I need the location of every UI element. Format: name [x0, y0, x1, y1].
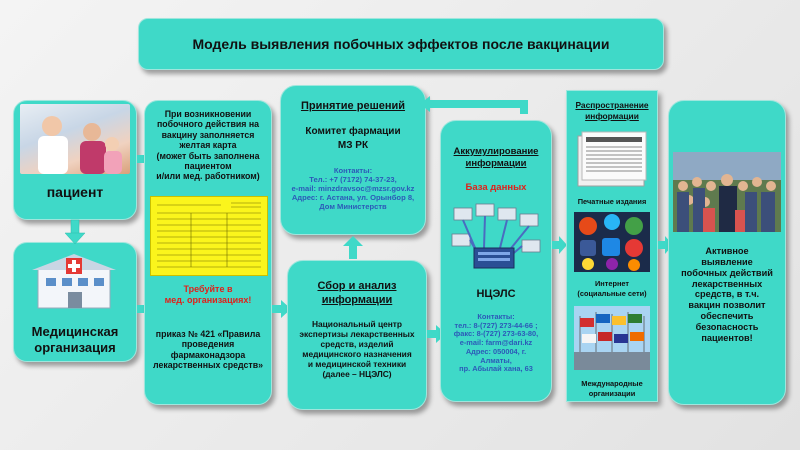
distrib-print-label: Печатные издания — [577, 197, 647, 206]
result-line-8: безопасность — [695, 322, 759, 333]
card-line-3: вакцину заполняется — [161, 129, 255, 140]
card-line-6: пациентом — [184, 160, 232, 171]
database-network-icon — [451, 203, 541, 269]
result-line-9: пациентов! — [701, 332, 753, 343]
card-order-3: фармаконадзора — [170, 349, 246, 360]
collect-header-1: Сбор и анализ — [317, 280, 397, 292]
card-line-4: желтая карта — [179, 140, 237, 151]
yellow-card-form-lines — [157, 202, 261, 268]
arrow-card-to-collect — [272, 300, 291, 318]
decision-box — [280, 85, 426, 235]
accum-phone: тел.: 8-(727) 273-44-66 ; — [454, 320, 538, 330]
arrow-collect-to-decision — [343, 236, 363, 259]
accum-address-3: пр. Абылай хана, 63 — [459, 364, 533, 374]
result-line-3: побочных действий — [681, 267, 773, 278]
accum-address-2: Алматы, — [480, 355, 512, 365]
social-networks-icon — [574, 212, 650, 272]
result-line-6: вакцин позволит — [688, 300, 766, 311]
card-line-7: и/или мед. работником) — [156, 171, 260, 182]
decision-address-1: Адрес: г. Астана, ул. Орынбор 8, — [291, 192, 415, 202]
card-line-2: побочного действия на — [156, 119, 260, 130]
decision-header: Принятие решений — [300, 100, 406, 112]
collect-line-1: Национальный центр — [311, 319, 403, 329]
collect-line-3: средств, изделий — [320, 338, 394, 349]
medorg-label-2: организация — [34, 340, 116, 355]
page-title: Модель выявления побочных эффектов после… — [192, 36, 610, 52]
flags-icon — [574, 306, 650, 370]
card-order-1: приказ № 421 «Правила — [155, 329, 261, 339]
result-line-4: лекарственных — [691, 278, 763, 289]
result-text: Активное выявление побочных действий лек… — [668, 246, 786, 344]
card-line-1: При возникновении — [164, 109, 252, 119]
collect-line-4: медицинского назначения — [302, 348, 412, 359]
medorg-label-1: Медицинская — [31, 324, 119, 339]
card-line-5: (может быть заполнена — [156, 150, 260, 161]
distrib-header-2: информации — [585, 111, 639, 121]
card-require-1: Требуйте в — [183, 284, 233, 294]
accum-header-2: информации — [465, 158, 527, 169]
collect-box — [287, 260, 427, 410]
hospital-icon — [32, 254, 116, 309]
decision-org-1: Комитет фармации — [305, 126, 401, 137]
distrib-intl-label-2: организации — [588, 389, 636, 398]
accum-contacts: Контакты: тел.: 8-(727) 273-44-66 ; факс… — [440, 312, 552, 374]
result-box — [668, 100, 786, 405]
card-text: При возникновении побочного действия на … — [144, 109, 272, 182]
patient-photo — [20, 104, 130, 174]
collect-line-6: (далее – НЦЭЛС) — [322, 368, 392, 379]
result-line-7: обеспечить — [700, 311, 754, 322]
title-banner — [138, 18, 664, 70]
patient-illustration — [38, 116, 122, 174]
accum-fax: факс: 8-(727) 273-63-80, — [453, 329, 539, 339]
distrib-net-label-2: (социальные сети) — [577, 289, 647, 298]
distrib-net-label-1: Интернет — [594, 279, 630, 288]
arrow-accum-to-decision — [420, 96, 528, 114]
arrow-accum-to-distrib — [552, 236, 567, 254]
distrib-header-1: Распространение — [575, 100, 649, 110]
collect-header-2: информации — [321, 294, 393, 306]
result-line-2: выявление — [701, 256, 753, 267]
decision-contacts-title: Контакты: — [333, 166, 373, 175]
collect-body: Национальный центр экспертизы лекарствен… — [287, 319, 427, 379]
patient-label: пациент — [46, 184, 104, 200]
card-require-2: мед. организациях! — [164, 295, 252, 305]
decision-contacts: Контакты: Тел.: +7 (7172) 74-37-23, e-ma… — [280, 166, 426, 212]
accum-address-1: Адрес: 050004, г. — [465, 346, 527, 356]
card-order: приказ № 421 «Правила проведения фармако… — [144, 329, 272, 371]
card-order-2: проведения — [181, 339, 235, 350]
accum-email: e-mail: farm@dari.kz — [459, 338, 533, 348]
newspapers-icon — [577, 131, 647, 187]
collect-line-2: экспертизы лекарственных — [299, 328, 415, 339]
accum-db-label: База данных — [465, 182, 527, 193]
accum-name: НЦЭЛС — [476, 288, 516, 300]
decision-phone: Тел.: +7 (7172) 74-37-23, — [309, 174, 397, 184]
result-line-1: Активное — [705, 246, 749, 256]
result-line-5: средств, в т.ч. — [694, 289, 760, 300]
crowd-photo — [673, 152, 781, 232]
card-order-4: лекарственных средств» — [152, 360, 264, 371]
distrib-intl-label-1: Международные — [581, 379, 643, 388]
yellow-card-image — [150, 196, 268, 276]
decision-org-2: МЗ РК — [337, 140, 369, 151]
decision-address-2: Дом Министерств — [319, 201, 387, 211]
accum-contacts-title: Контакты: — [477, 312, 515, 321]
accum-header-1: Аккумулирование — [453, 146, 539, 157]
collect-line-5: и медицинской техники — [307, 358, 407, 369]
arrow-patient-to-medorg — [64, 219, 86, 245]
decision-email: e-mail: minzdravsoc@mzsr.gov.kz — [291, 183, 415, 193]
